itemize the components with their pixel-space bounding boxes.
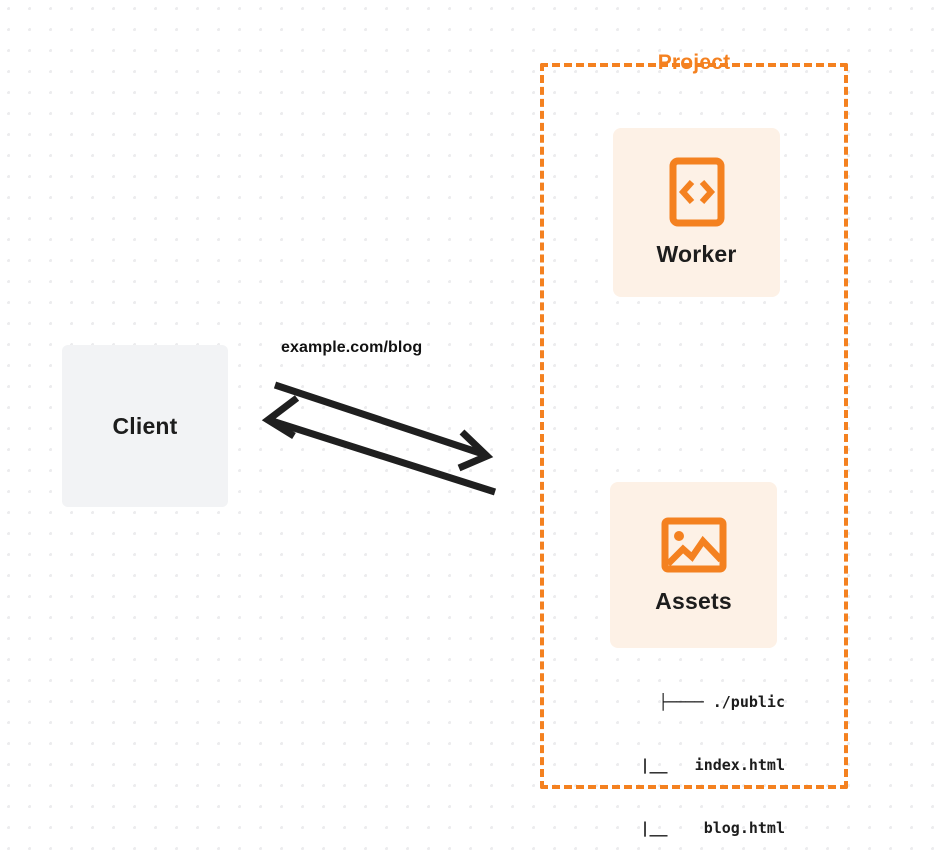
assets-node[interactable]: Assets [610,482,777,648]
assets-file-tree: ├──── ./public |__ index.html |__ blog.h… [560,650,785,860]
worker-node[interactable]: Worker [613,128,780,297]
client-node-label: Client [112,412,178,439]
response-arrow-line [270,417,497,496]
project-label: Project [657,51,731,74]
request-arrow-line [273,381,485,458]
project-container[interactable]: Project [540,52,848,789]
file-tree-line: ├──── ./public [658,693,785,711]
image-icon [661,517,726,572]
worker-node-label: Worker [656,241,737,267]
file-tree-line: |__ index.html [604,756,785,774]
request-arrow [273,381,494,472]
response-arrow [261,395,497,496]
client-node[interactable]: Client [62,345,228,507]
arrow-right-icon [457,429,494,472]
request-url-label: example.com/blog [281,339,423,356]
assets-node-label: Assets [655,587,732,614]
arrow-left-icon [261,395,300,439]
code-brackets-icon [669,157,724,227]
file-tree-line: |__ blog.html [604,819,785,837]
